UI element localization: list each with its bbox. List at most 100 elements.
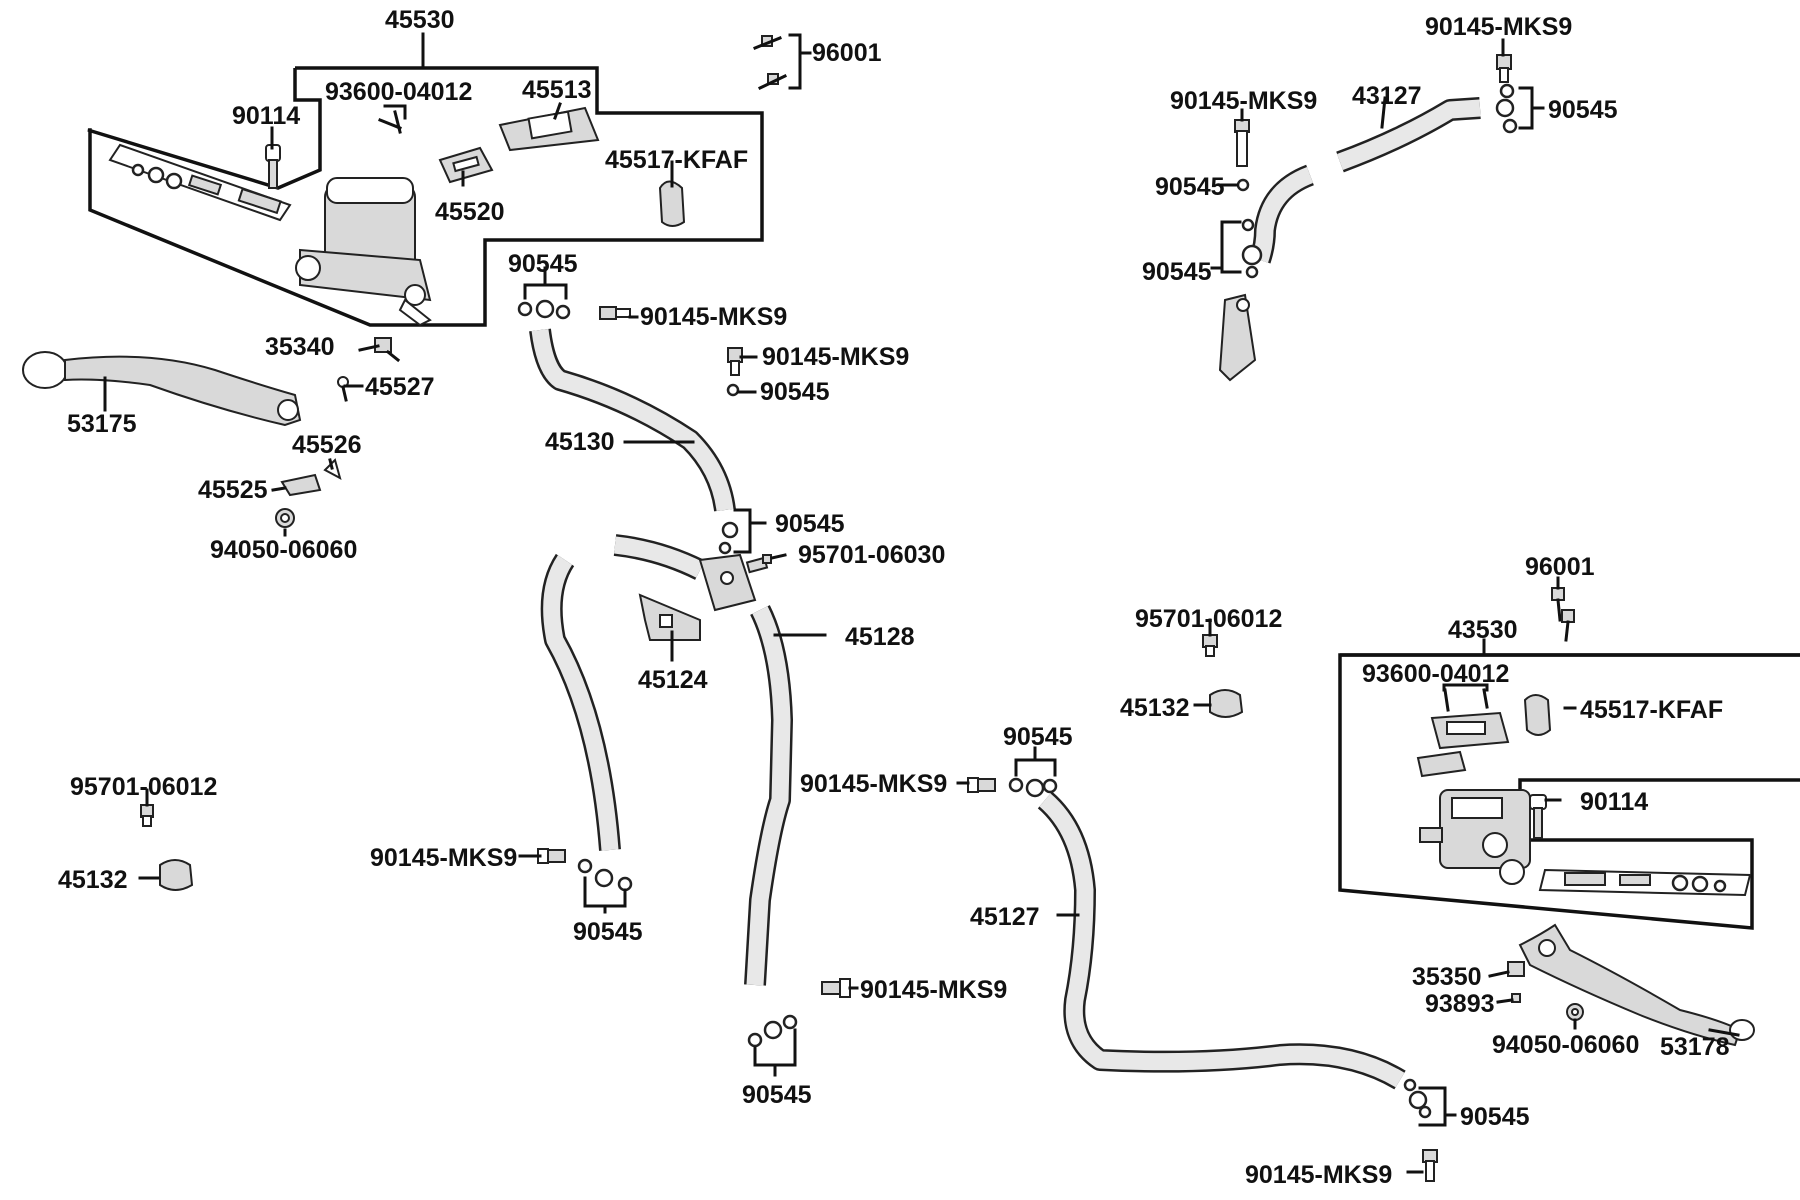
hose-45127 [1037, 791, 1406, 1090]
bolt-90145-center-bottom [821, 978, 851, 998]
bolt-90145-mid [967, 777, 996, 793]
bolt-90145-center-a [599, 306, 631, 320]
label-90545-a: 90545 [508, 250, 578, 278]
label-45527: 45527 [365, 373, 435, 401]
bolt-95701-left [140, 804, 154, 827]
bolt-95701-mid [1202, 634, 1218, 657]
part-labels: 45530 90114 93600-04012 45513 45517-KFAF… [58, 6, 1730, 1189]
clamp-45132-left [159, 859, 194, 891]
label-94050-right: 94050-06060 [1492, 1031, 1639, 1059]
label-45530: 45530 [385, 6, 455, 34]
label-45517-right: 45517-KFAF [1580, 696, 1723, 724]
label-45513: 45513 [522, 76, 592, 104]
left-group-outline [87, 66, 764, 327]
bolt-90114-right [1529, 794, 1547, 839]
label-90145-mid: 90145-MKS9 [800, 770, 947, 798]
label-90545-br: 90545 [1460, 1103, 1530, 1131]
label-90114-right: 90114 [1580, 788, 1648, 816]
label-45124: 45124 [638, 666, 708, 694]
right-piston-kit [1538, 868, 1752, 897]
washer-90545-tr2 [1236, 178, 1250, 192]
pin-45527 [337, 376, 349, 402]
bolt-90145-tr2 [1234, 119, 1250, 167]
diaphragm-right [1416, 750, 1467, 778]
label-90145-br: 90145-MKS9 [1245, 1161, 1392, 1189]
label-45127: 45127 [970, 903, 1040, 931]
right-master-cylinder-group [1338, 653, 1800, 930]
bolt-90145-br [1422, 1149, 1438, 1182]
label-96001-right: 96001 [1525, 553, 1595, 581]
banjo-45130-bottom [718, 521, 739, 555]
label-45132-mid: 45132 [1120, 694, 1190, 722]
label-90545-e: 90545 [742, 1081, 812, 1109]
label-53178: 53178 [1660, 1033, 1730, 1061]
right-master-cylinder-body [1419, 789, 1531, 885]
label-90545-b: 90545 [760, 378, 830, 406]
banjo-43127-top [1495, 83, 1518, 134]
label-93893: 93893 [1425, 990, 1495, 1018]
hose-45130 [529, 328, 736, 512]
left-master-cylinder-group [87, 66, 764, 327]
bolt-90145-tr [1496, 54, 1512, 83]
label-95701-mid: 95701-06012 [1135, 605, 1282, 633]
bolt-95701-06030 [745, 554, 772, 574]
label-35350: 35350 [1412, 963, 1482, 991]
label-96001-top: 96001 [812, 39, 882, 67]
label-90145-a: 90145-MKS9 [640, 303, 787, 331]
clamp-45517-left [658, 180, 686, 227]
label-95701-left: 95701-06012 [70, 773, 217, 801]
label-90545-d: 90545 [573, 918, 643, 946]
washer-90545-center [726, 383, 740, 397]
diaphragm-plate-45520 [438, 146, 494, 184]
reservoir-cap-45513 [498, 106, 600, 152]
banjo-45130-top [517, 299, 571, 320]
switch-35340 [374, 337, 401, 363]
clamp-45517-right [1523, 694, 1552, 736]
label-95701-06030: 95701-06030 [798, 541, 945, 569]
bracket-45124 [638, 593, 701, 641]
label-93600-right: 93600-04012 [1362, 660, 1509, 688]
label-90145-d: 90145-MKS9 [860, 976, 1007, 1004]
banjo-left-vertical [577, 858, 633, 892]
joint-block [698, 553, 757, 612]
hose-45128 [744, 605, 793, 986]
hose-left-vertical [540, 553, 621, 851]
caliper-top-right [1218, 293, 1257, 382]
label-45526: 45526 [292, 431, 362, 459]
screw-93893 [1511, 993, 1521, 1003]
banjo-45127-bottom [1403, 1078, 1432, 1119]
brake-lever-53175 [22, 351, 302, 427]
left-piston-kit [108, 143, 292, 222]
leader-lines [103, 32, 1740, 1174]
label-90145-b: 90145-MKS9 [762, 343, 909, 371]
clamp-45132-mid [1209, 689, 1244, 718]
reservoir-cap-right [1430, 711, 1510, 750]
screws-93600-right [1443, 688, 1489, 712]
brake-lever-53178 [1518, 923, 1755, 1047]
label-45520: 45520 [435, 198, 505, 226]
switch-35350 [1507, 961, 1525, 977]
label-90145-tr: 90145-MKS9 [1425, 13, 1572, 41]
label-45128: 45128 [845, 623, 915, 651]
bolts-96001-top [753, 33, 812, 91]
hose-45128-top [613, 534, 705, 580]
label-90545-c: 90545 [775, 510, 845, 538]
banjo-45128-bottom [747, 1014, 798, 1048]
label-45132-left: 45132 [58, 866, 128, 894]
hose-43127 [1249, 97, 1481, 264]
banjo-45127-top [1008, 777, 1058, 798]
label-90114-left: 90114 [232, 102, 300, 130]
nut-94050-right [1566, 1003, 1584, 1021]
label-93600-left: 93600-04012 [325, 78, 472, 106]
bracket-45525 [280, 473, 322, 497]
left-master-cylinder-body [295, 177, 432, 327]
label-90145-tr2: 90145-MKS9 [1170, 87, 1317, 115]
label-45130: 45130 [545, 428, 615, 456]
label-45517-left: 45517-KFAF [605, 146, 748, 174]
bolts-96001-right [1551, 587, 1575, 642]
label-53175: 53175 [67, 410, 137, 438]
label-94050-left: 94050-06060 [210, 536, 357, 564]
label-90545-tr3: 90545 [1142, 258, 1212, 286]
label-43530: 43530 [1448, 616, 1518, 644]
bolt-90145-center-b [727, 347, 743, 376]
